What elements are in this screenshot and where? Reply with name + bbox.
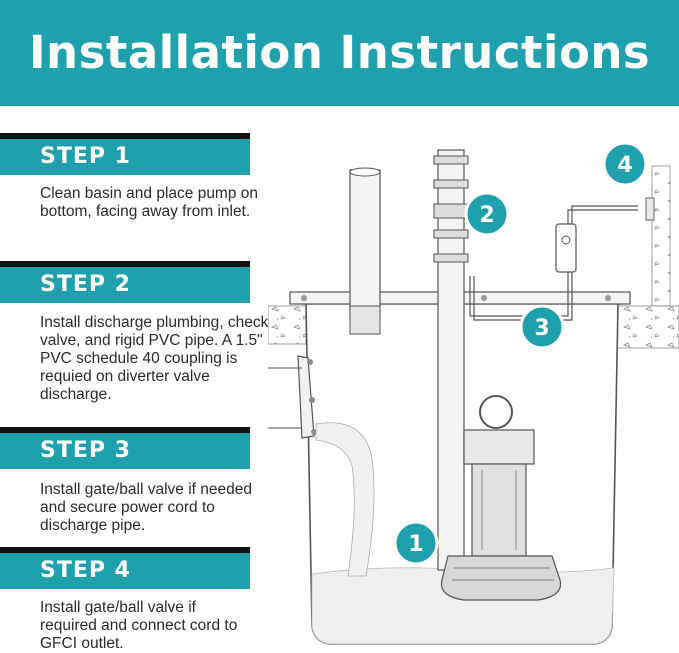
check-valve xyxy=(433,203,469,219)
callout-2: 2 xyxy=(464,191,510,237)
sump-pump-diagram: 1 2 3 4 xyxy=(268,141,679,645)
floor-slab-right xyxy=(612,305,679,349)
wall xyxy=(651,165,671,307)
pump-motor xyxy=(471,463,527,557)
title-banner: Installation Instructions xyxy=(0,0,679,106)
pump-base xyxy=(440,555,562,601)
step-2-label: STEP 2 xyxy=(40,272,131,297)
callout-1: 1 xyxy=(393,520,439,566)
gfci-outlet xyxy=(645,197,655,221)
discharge-pipe xyxy=(437,149,465,571)
step-1-text: Clean basin and place pump on bottom, fa… xyxy=(40,185,259,220)
step-3-text: Install gate/ball valve if needed and se… xyxy=(40,481,252,534)
step-4-header: STEP 4 xyxy=(0,547,250,589)
step-2-text: Install discharge plumbing, check valve,… xyxy=(40,314,269,403)
pump-handle xyxy=(479,395,513,429)
step-3-label: STEP 3 xyxy=(40,438,131,463)
svg-text:1: 1 xyxy=(408,532,423,557)
step-4-text: Install gate/ball valve if required and … xyxy=(40,599,238,652)
page-title: Installation Instructions xyxy=(28,26,651,79)
step-1-label: STEP 1 xyxy=(40,144,131,169)
callout-3: 3 xyxy=(519,304,565,350)
svg-text:2: 2 xyxy=(479,203,494,228)
svg-text:4: 4 xyxy=(617,153,632,178)
vent-pipe xyxy=(349,169,381,321)
svg-text:3: 3 xyxy=(534,316,549,341)
step-4-label: STEP 4 xyxy=(40,558,131,583)
floor-slab-left xyxy=(268,305,307,345)
inlet-pipe xyxy=(297,355,315,439)
control-box xyxy=(555,223,577,273)
step-2-header: STEP 2 xyxy=(0,261,250,303)
step-3-header: STEP 3 xyxy=(0,427,250,469)
power-cord xyxy=(469,209,638,317)
inflow-stream xyxy=(315,422,375,577)
callout-4: 4 xyxy=(602,141,648,187)
pump-head xyxy=(463,429,535,465)
step-1-header: STEP 1 xyxy=(0,133,250,175)
